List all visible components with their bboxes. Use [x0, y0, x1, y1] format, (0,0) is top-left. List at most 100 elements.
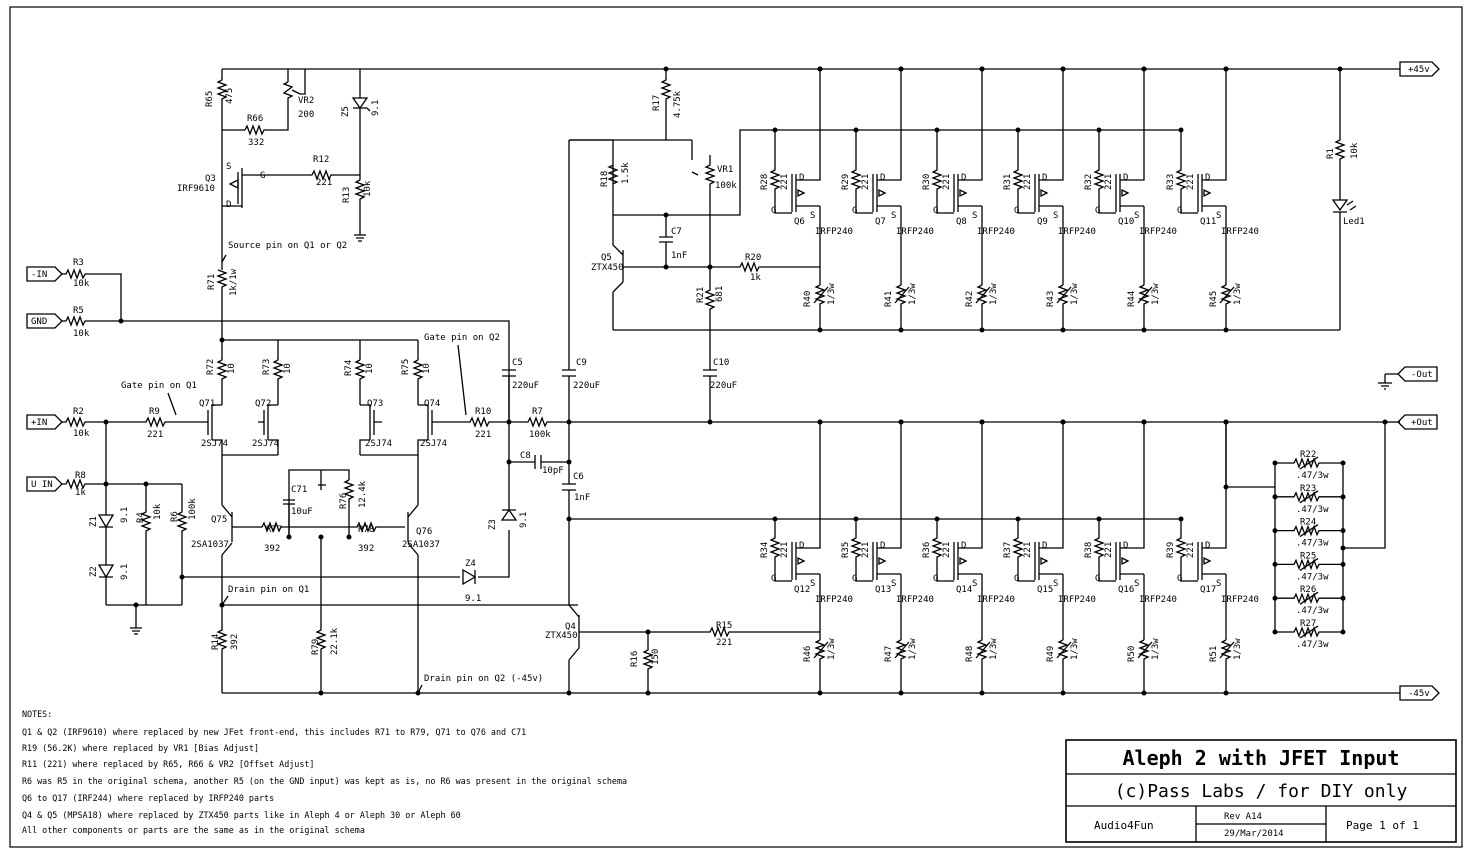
pin-g: G — [1014, 206, 1019, 216]
port-pos45: +45v — [1399, 61, 1440, 77]
label: 10uF — [291, 507, 313, 517]
source-resistor-label: R41 — [884, 291, 894, 307]
source-resistor-value: 1/3w — [908, 638, 918, 660]
label: 9.1 — [371, 100, 381, 116]
mosfet-part: IRFP240 — [896, 227, 934, 237]
label: 2SA1037 — [191, 540, 229, 550]
label: 150 — [651, 649, 661, 665]
label: R5 — [73, 306, 84, 316]
label: 100k — [715, 181, 737, 191]
label: 221 — [316, 178, 332, 188]
pin-g: G — [1177, 206, 1182, 216]
label: 1nF — [574, 493, 590, 503]
label: Q75 — [211, 515, 227, 525]
label: 10k — [73, 329, 90, 339]
pin-d: D — [1205, 173, 1210, 183]
gate-resistor-label: R30 — [922, 174, 932, 190]
label: 100k — [529, 430, 551, 440]
label: 10k — [153, 503, 163, 520]
gate-resistor-label: R31 — [1003, 174, 1013, 190]
label: 1k — [750, 273, 761, 283]
label: R4 — [136, 512, 146, 523]
label: 1.5k — [621, 162, 631, 184]
pin-s: S — [1216, 211, 1221, 221]
label: 10 — [365, 363, 375, 374]
label: Q74 — [424, 399, 440, 409]
pin-s: S — [1053, 211, 1058, 221]
label: IRF9610 — [177, 184, 215, 194]
label: 100k — [188, 498, 198, 520]
mosfet-label: Q6 — [794, 217, 805, 227]
sense-resistor: R22.47/3w — [1272, 450, 1346, 481]
label: Q73 — [367, 399, 383, 409]
label: R18 — [600, 171, 610, 187]
gate-resistor-label: R34 — [760, 542, 770, 558]
svg-text:-IN: -IN — [31, 270, 47, 280]
port-minus-in: -IN — [26, 266, 63, 282]
pin-d: D — [799, 541, 804, 551]
label: VR2 — [298, 96, 314, 106]
label: 10 — [227, 363, 237, 374]
label: 10k — [73, 429, 90, 439]
label: 221 — [475, 430, 491, 440]
jfet-pair — [200, 404, 450, 456]
label: 10 — [422, 363, 432, 374]
mosfet-label: Q13 — [875, 585, 891, 595]
svg-text:+45v: +45v — [1408, 65, 1430, 75]
gate-resistor-value: 221 — [942, 174, 952, 190]
label: R7 — [532, 407, 543, 417]
sense-resistor: R27.47/3w — [1272, 619, 1346, 650]
pin-s: S — [1216, 579, 1221, 589]
label: 392 — [358, 544, 374, 554]
svg-text:U IN: U IN — [31, 480, 53, 490]
mosfet-label: Q16 — [1118, 585, 1134, 595]
svg-text:Drain pin on Q1: Drain pin on Q1 — [228, 585, 309, 595]
sense-resistor-value: .47/3w — [1296, 572, 1329, 582]
label: 2SA1037 — [402, 540, 440, 550]
gate-resistor-label: R35 — [841, 542, 851, 558]
gate-resistor-label: R39 — [1166, 542, 1176, 558]
gate-resistor-value: 221 — [942, 542, 952, 558]
gate-resistor-value: 221 — [1186, 542, 1196, 558]
sense-resistor-label: R27 — [1300, 619, 1316, 629]
label: ZTX450 — [545, 631, 578, 641]
label: R78 — [358, 525, 374, 535]
label: 9.1 — [120, 564, 130, 580]
date: 29/Mar/2014 — [1224, 829, 1284, 839]
label: 1k — [75, 488, 86, 498]
source-resistor-value: 1/3w — [1070, 283, 1080, 305]
label: 22.1k — [330, 627, 340, 655]
jfet-source-resistors — [216, 359, 424, 405]
annotation-drain-q2: Drain pin on Q2 (-45v) — [417, 674, 543, 694]
note-line: Q1 & Q2 (IRF9610) where replaced by new … — [22, 727, 526, 737]
label: R74 — [344, 360, 354, 376]
mosfet-part: IRFP240 — [1058, 595, 1096, 605]
mosfet-label: Q7 — [875, 217, 886, 227]
label: Led1 — [1343, 217, 1365, 227]
source-resistor-value: 1/3w — [827, 638, 837, 660]
pin-s: S — [1134, 211, 1139, 221]
gate-resistor-label: R29 — [841, 174, 851, 190]
source-resistor-label: R51 — [1209, 646, 1219, 662]
label: 10 — [283, 363, 293, 374]
sense-resistor-list: R22.47/3wR23.47/3wR24.47/3wR25.47/3wR26.… — [1272, 450, 1346, 650]
annotation-gate-q1: Gate pin on Q1 — [121, 381, 197, 416]
gate-resistor-value: 221 — [1023, 542, 1033, 558]
title-block: Aleph 2 with JFET Input (c)Pass Labs / f… — [1065, 739, 1457, 843]
label: Z5 — [341, 106, 351, 117]
pin-s: S — [891, 579, 896, 589]
source-resistor-value: 1/3w — [1233, 283, 1243, 305]
mosfet-part: IRFP240 — [896, 595, 934, 605]
label: Q76 — [416, 527, 432, 537]
sense-resistor-value: .47/3w — [1296, 471, 1329, 481]
sense-resistor-label: R23 — [1300, 484, 1316, 494]
source-resistor-value: 1/3w — [1233, 638, 1243, 660]
pin-d: D — [961, 541, 966, 551]
label: 1nF — [671, 251, 687, 261]
sense-resistor-value: .47/3w — [1296, 606, 1329, 616]
pin-d: D — [1042, 541, 1047, 551]
svg-text:Drain pin on Q2 (-45v): Drain pin on Q2 (-45v) — [424, 674, 543, 684]
